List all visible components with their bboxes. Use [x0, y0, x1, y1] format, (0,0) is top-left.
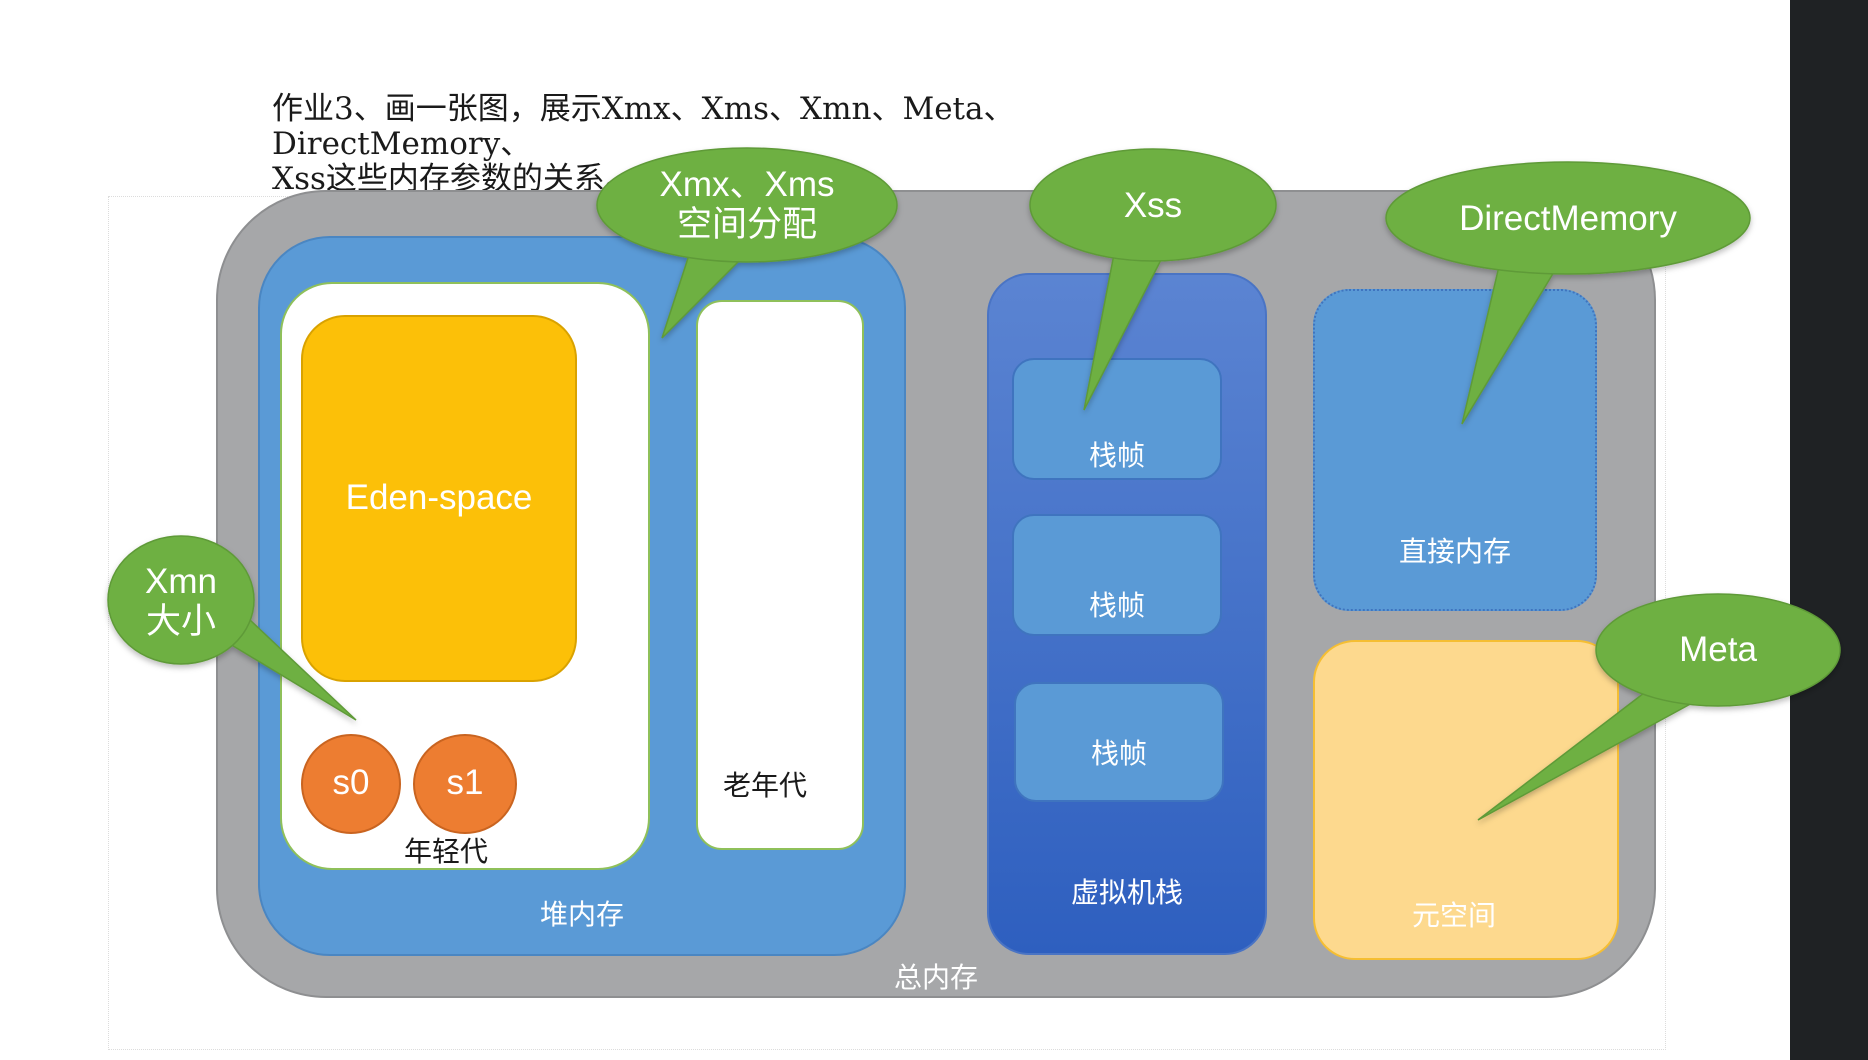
- stack-frame-1-label: 栈帧: [1088, 439, 1145, 472]
- direct-memory-box: [1313, 289, 1597, 611]
- heap-label: 堆内存: [539, 898, 624, 931]
- stack-frame-2-label: 栈帧: [1088, 589, 1145, 622]
- stack-frame-2: [1012, 514, 1222, 636]
- survivor-s0-circle: [301, 734, 401, 834]
- total-memory-label: 总内存: [893, 961, 978, 994]
- metaspace-label: 元空间: [1411, 899, 1496, 932]
- young-gen-label: 年轻代: [403, 835, 488, 868]
- callout-meta-text: Meta: [1679, 630, 1757, 669]
- callout-xmn-bubble: [107, 535, 357, 721]
- callout-direct-memory-bubble: [1385, 161, 1751, 425]
- callout-meta-bubble: [1477, 593, 1841, 821]
- callout-direct-memory-text: DirectMemory: [1459, 199, 1677, 238]
- callout-xmn-line2: 大小: [145, 602, 216, 642]
- metaspace-box: [1313, 640, 1619, 960]
- stack-frame-3-label: 栈帧: [1090, 737, 1147, 770]
- callout-xmx-xms-line2: 空间分配: [676, 205, 817, 245]
- callout-xmx-xms-text: Xmx、Xms 空间分配: [627, 164, 867, 246]
- survivor-s1-label: s1: [446, 763, 484, 802]
- survivor-s0-label: s0: [332, 763, 370, 802]
- stack-frame-1: [1012, 358, 1222, 480]
- dark-side-panel: [1790, 0, 1868, 1060]
- callout-xmn-line1: Xmn: [145, 562, 217, 601]
- eden-space-label: Eden-space: [345, 478, 533, 517]
- title-line-1: 作业3、画一张图，展示Xmx、Xms、Xmn、Meta、DirectMemory…: [272, 91, 1015, 162]
- callout-xmx-xms-bubble: [596, 147, 898, 339]
- survivor-s1-circle: [413, 734, 517, 834]
- vm-stack-label: 虚拟机栈: [1070, 876, 1183, 909]
- stack-frame-3: [1014, 682, 1224, 802]
- callout-xss-text: Xss: [1123, 186, 1183, 225]
- callout-xmx-xms-line1: Xmx、Xms: [659, 165, 835, 204]
- old-gen-box: [696, 300, 864, 850]
- old-gen-label: 老年代: [722, 769, 807, 802]
- eden-space-box: [301, 315, 577, 682]
- callout-xss-bubble: [1029, 148, 1277, 411]
- callout-xmn-text: Xmn 大小: [121, 561, 241, 643]
- direct-memory-label: 直接内存: [1398, 535, 1511, 568]
